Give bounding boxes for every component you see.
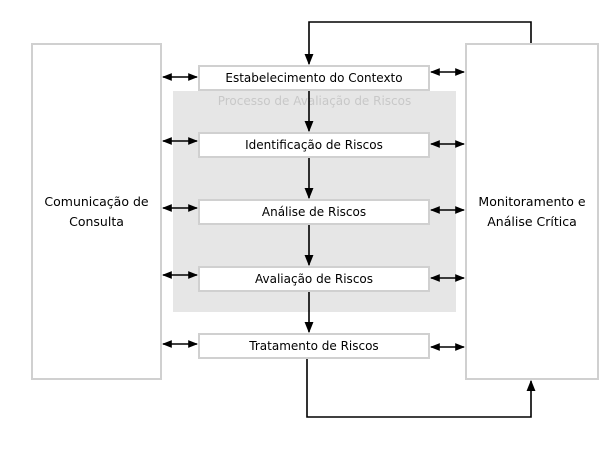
risk-assessment-process-label: Processo de Avaliação de Riscos: [217, 94, 412, 108]
step-risk-analysis-label: Análise de Riscos: [261, 205, 367, 219]
step-risk-identification-label: Identificação de Riscos: [245, 138, 383, 152]
arrow-treatment-to-monitoring: [306, 359, 536, 418]
step-context-establishment-label: Estabelecimento do Contexto: [225, 71, 403, 85]
step-context-establishment: Estabelecimento do Contexto: [198, 65, 430, 91]
step-risk-analysis: Análise de Riscos: [198, 199, 430, 225]
step-risk-treatment-label: Tratamento de Riscos: [249, 339, 379, 353]
step-risk-identification: Identificação de Riscos: [198, 132, 430, 158]
monitoring-review-box: Monitoramento e Análise Crítica: [465, 43, 599, 380]
monitoring-review-label: Monitoramento e Análise Crítica: [478, 193, 586, 229]
communication-consultation-label: Comunicação de Consulta: [44, 193, 149, 229]
arrow-monitoring-to-context: [304, 21, 532, 66]
step-risk-treatment: Tratamento de Riscos: [198, 333, 430, 359]
step-risk-evaluation-label: Avaliação de Riscos: [254, 272, 374, 286]
communication-consultation-box: Comunicação de Consulta: [31, 43, 162, 380]
step-risk-evaluation: Avaliação de Riscos: [198, 266, 430, 292]
